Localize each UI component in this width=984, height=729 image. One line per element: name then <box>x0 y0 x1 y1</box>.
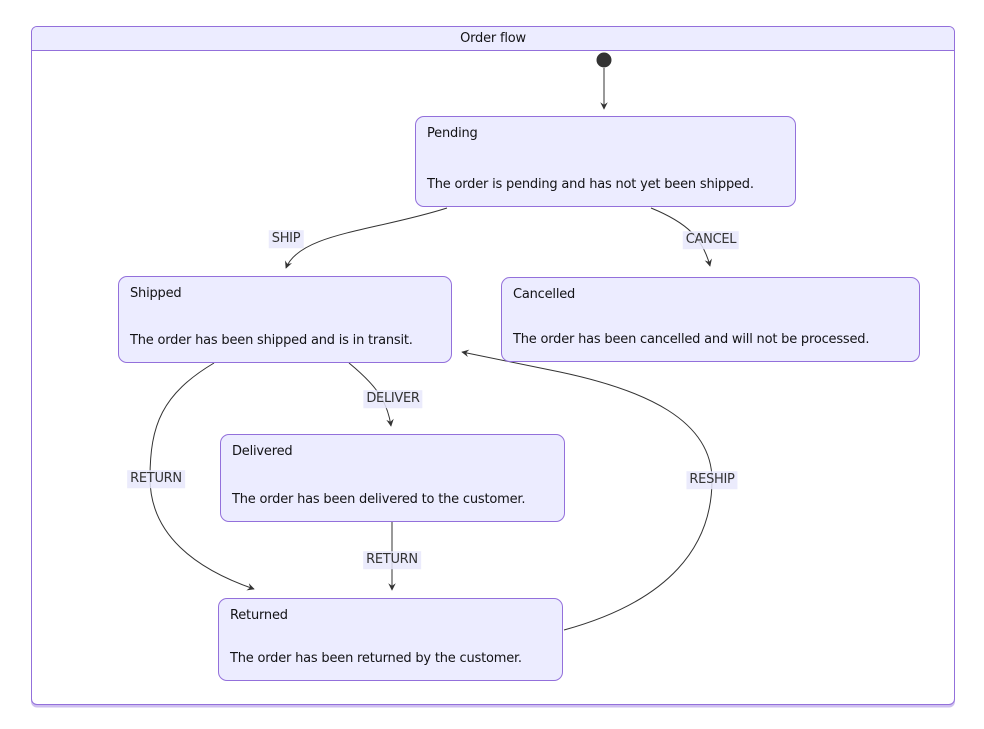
edge-label-cancel: CANCEL <box>682 231 740 249</box>
state-pending: Pending The order is pending and has not… <box>415 116 796 207</box>
state-returned: Returned The order has been returned by … <box>218 598 563 681</box>
edge-label-return-shipped: RETURN <box>127 470 185 488</box>
state-delivered: Delivered The order has been delivered t… <box>220 434 565 522</box>
state-shipped: Shipped The order has been shipped and i… <box>118 276 452 363</box>
state-delivered-description: The order has been delivered to the cust… <box>232 492 526 508</box>
state-pending-description: The order is pending and has not yet bee… <box>427 177 754 193</box>
state-cancelled: Cancelled The order has been cancelled a… <box>501 277 920 362</box>
state-returned-name: Returned <box>230 608 288 623</box>
state-shipped-description: The order has been shipped and is in tra… <box>130 333 413 349</box>
state-pending-name: Pending <box>427 126 478 141</box>
edge-label-deliver: DELIVER <box>363 390 423 408</box>
state-cancelled-description: The order has been cancelled and will no… <box>513 332 870 348</box>
edge-label-return-delivered: RETURN <box>363 551 421 569</box>
state-returned-description: The order has been returned by the custo… <box>230 651 522 667</box>
state-shipped-name: Shipped <box>130 286 182 301</box>
diagram-title: Order flow <box>460 31 526 46</box>
state-delivered-name: Delivered <box>232 444 293 459</box>
edge-label-reship: RESHIP <box>686 471 738 489</box>
edge-label-ship: SHIP <box>268 230 304 248</box>
state-cancelled-name: Cancelled <box>513 287 576 302</box>
diagram-title-bar: Order flow <box>32 27 954 51</box>
